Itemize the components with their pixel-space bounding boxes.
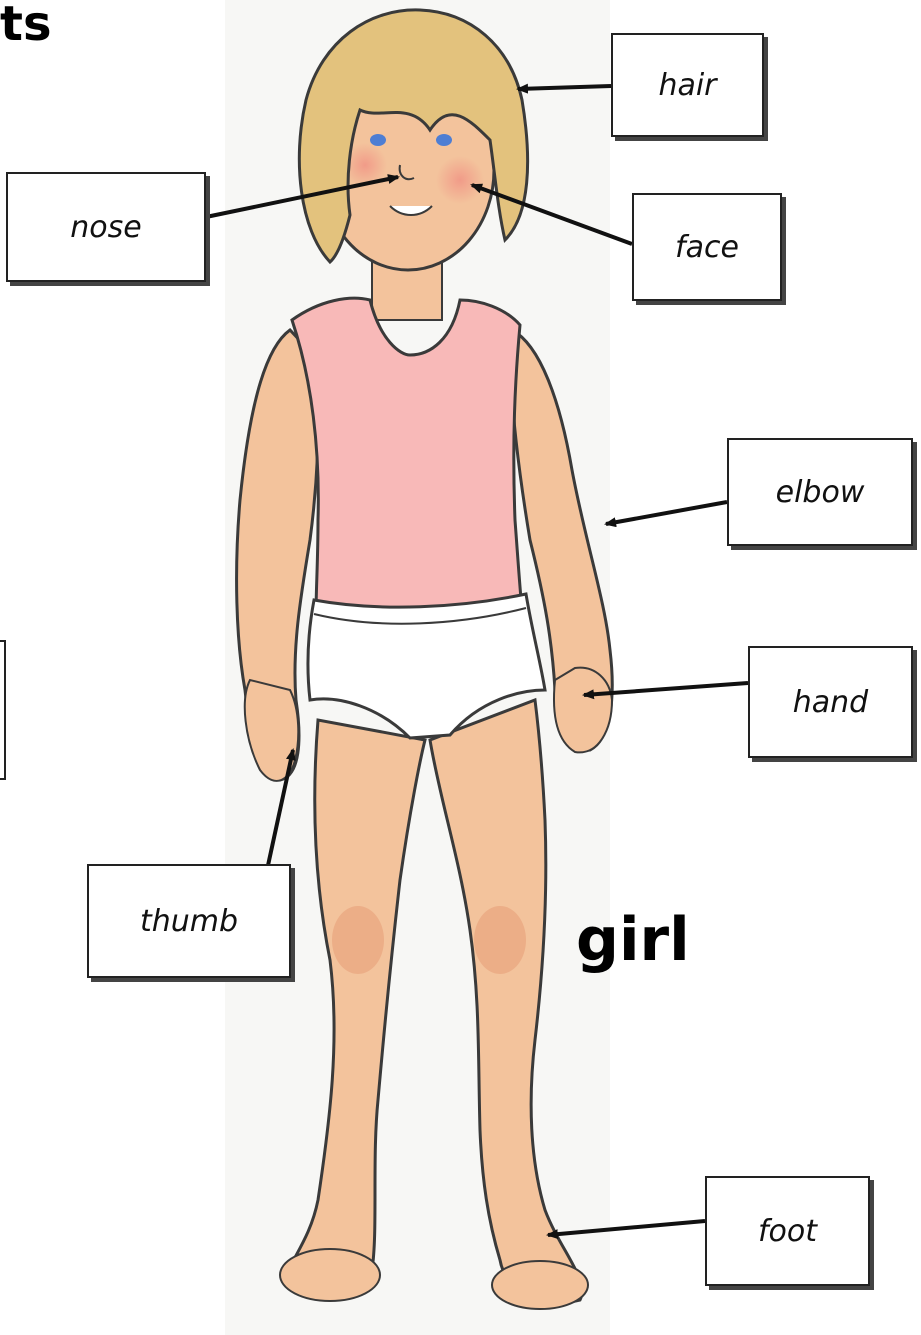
label-foot: foot xyxy=(705,1176,870,1286)
left-eye xyxy=(370,134,386,146)
right-cheek xyxy=(436,156,484,204)
arrow-elbow xyxy=(606,502,727,524)
right-eye xyxy=(436,134,452,146)
right-foot xyxy=(492,1261,588,1309)
label-face: face xyxy=(632,193,782,301)
label-hair: hair xyxy=(611,33,764,137)
heading-fragment: ts xyxy=(0,0,52,52)
label-elbow: elbow xyxy=(727,438,913,546)
left-foot xyxy=(280,1249,380,1301)
left-knee-shade xyxy=(332,906,384,974)
cropped-label-box xyxy=(0,640,6,780)
caption-girl: girl xyxy=(576,905,690,975)
right-knee-shade xyxy=(474,906,526,974)
label-thumb: thumb xyxy=(87,864,291,978)
label-hand: hand xyxy=(748,646,913,758)
label-nose: nose xyxy=(6,172,206,282)
